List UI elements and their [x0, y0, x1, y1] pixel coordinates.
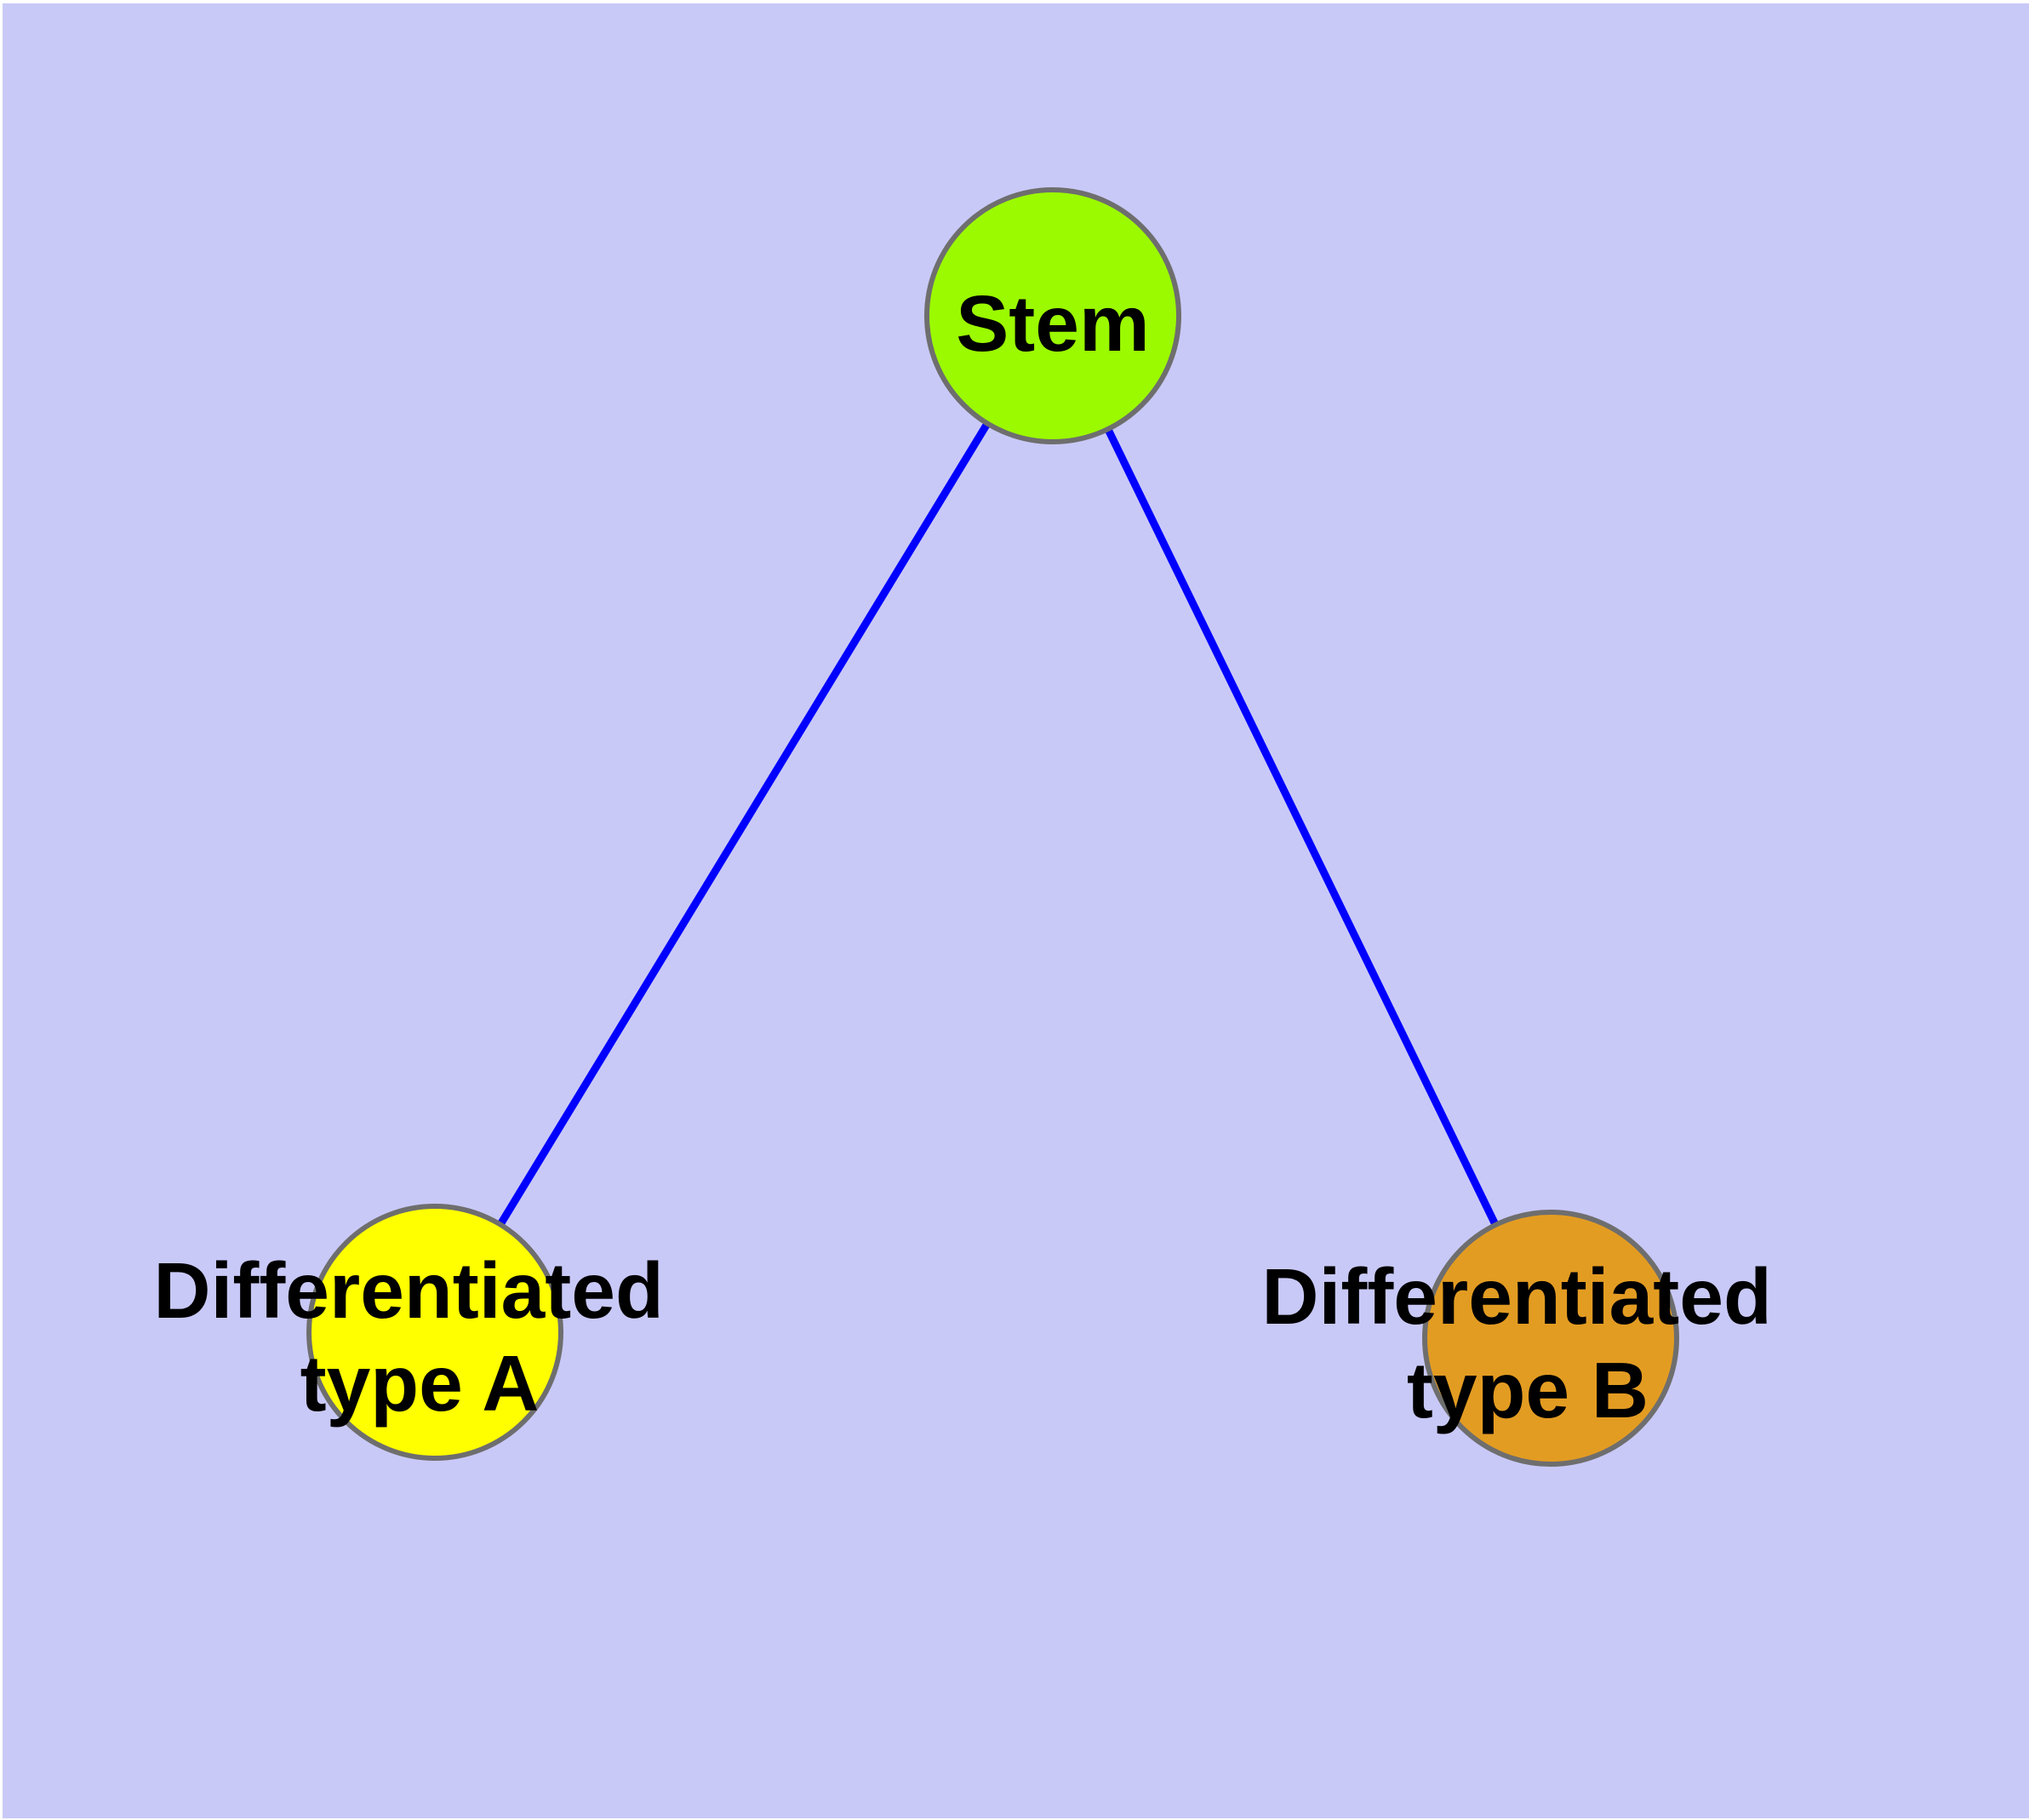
node-differentiated-type-a	[306, 1204, 563, 1461]
edge-stem-to-type-a	[432, 313, 1056, 1335]
node-type-b-label: Differentiated type B	[1261, 1252, 1793, 1434]
node-type-b-label-line-2: type B	[1407, 1346, 1649, 1434]
node-differentiated-type-b	[1422, 1210, 1679, 1467]
edge-layer	[432, 313, 1555, 1340]
edge-stem-to-type-b	[1049, 314, 1555, 1340]
node-type-a-label: Differentiated type A	[153, 1246, 685, 1428]
node-stem-label: Stem	[956, 279, 1149, 368]
node-type-b-label-line-1: Differentiated	[1261, 1252, 1771, 1341]
label-layer: Stem Differentiated type A Differentiate…	[153, 279, 1793, 1434]
node-type-a-label-line-2: type A	[300, 1339, 540, 1428]
node-layer	[306, 187, 1679, 1467]
node-type-a-label-line-1: Differentiated	[153, 1246, 663, 1335]
node-stem	[924, 187, 1181, 444]
